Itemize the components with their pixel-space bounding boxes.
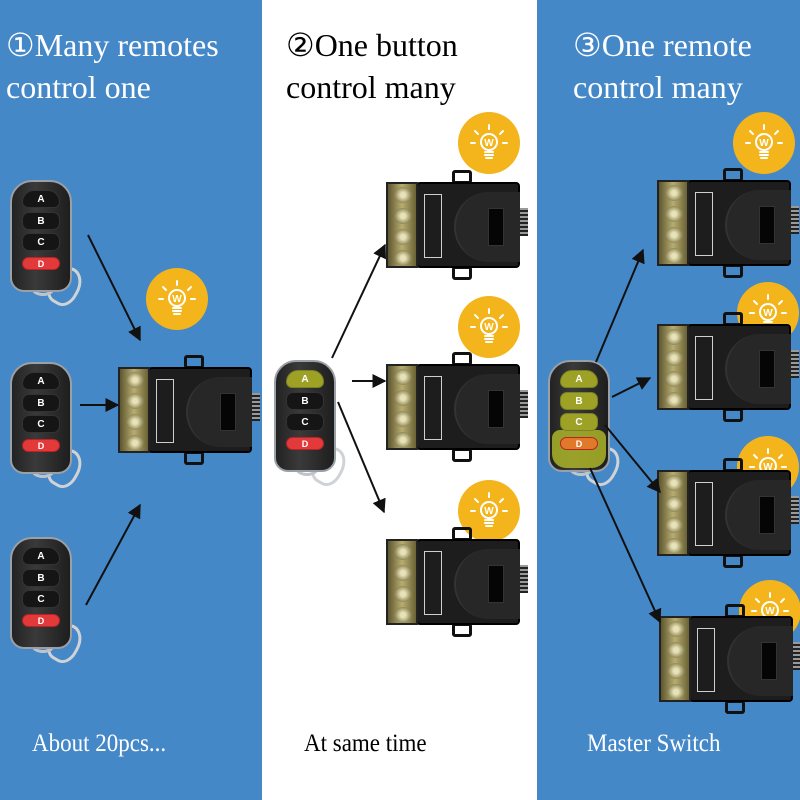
antenna-icon <box>791 206 799 234</box>
panel-caption: About 20pcs... <box>32 730 167 757</box>
svg-text:W: W <box>484 506 494 517</box>
relay-receiver <box>657 458 799 568</box>
remote-button-c: C <box>286 413 324 431</box>
antenna-icon <box>793 642 800 670</box>
light-bulb-icon: W <box>146 268 208 330</box>
remote-button-c: C <box>22 590 60 608</box>
panel-many-remotes-control-one: ①Many remotes control one A B C D A B C … <box>0 0 262 800</box>
antenna-icon <box>791 350 799 378</box>
light-bulb-icon: W <box>458 296 520 358</box>
relay-receiver <box>118 355 260 465</box>
antenna-icon <box>520 565 528 593</box>
remote-control: A B C D <box>10 180 88 311</box>
panel-caption: At same time <box>304 730 427 757</box>
remote-button-a-pressed: A <box>286 370 324 388</box>
remote-button-d-pressed: D <box>560 437 598 450</box>
terminal-block <box>657 324 689 410</box>
relay-receiver <box>386 352 528 462</box>
panel-title: ③One remote control many <box>573 27 752 105</box>
remote-button-b: B <box>22 569 60 587</box>
remote-button-d: D <box>22 614 60 627</box>
svg-text:W: W <box>763 462 773 473</box>
bulb-glyph-icon: W <box>158 280 196 315</box>
terminal-block <box>386 182 418 268</box>
antenna-icon <box>252 393 260 421</box>
remote-button-a-pressed: A <box>560 370 598 388</box>
terminal-block <box>657 470 689 556</box>
light-bulb-icon: W <box>458 480 520 542</box>
remote-button-b: B <box>286 392 324 410</box>
relay-receiver <box>659 604 800 714</box>
remote-button-d: D <box>22 257 60 270</box>
antenna-icon <box>791 496 799 524</box>
light-bulb-icon: W <box>733 112 795 174</box>
remote-control: A B C D <box>10 537 88 668</box>
remote-control: A B C D <box>548 360 626 491</box>
relay-receiver <box>386 527 528 637</box>
remote-control: A B C D <box>274 360 352 491</box>
remote-button-a: A <box>22 547 60 565</box>
svg-text:W: W <box>484 322 494 333</box>
remote-button-b: B <box>22 212 60 230</box>
remote-button-a: A <box>22 190 60 208</box>
light-bulb-icon: W <box>458 112 520 174</box>
panel-one-remote-control-many: ③One remote control many A B C D W W W W <box>537 0 800 800</box>
relay-receiver <box>657 168 799 278</box>
antenna-icon <box>520 390 528 418</box>
remote-button-c-pressed: C <box>560 413 598 431</box>
terminal-block <box>386 364 418 450</box>
panel-title: ①Many remotes control one <box>6 27 219 105</box>
panel-title: ②One button control many <box>286 27 458 105</box>
terminal-block <box>118 367 150 453</box>
svg-text:W: W <box>484 138 494 149</box>
relay-receiver <box>386 170 528 280</box>
svg-text:W: W <box>759 138 769 149</box>
remote-button-d: D <box>22 439 60 452</box>
svg-text:W: W <box>763 308 773 319</box>
panel-caption: Master Switch <box>587 730 721 757</box>
svg-text:W: W <box>765 606 775 617</box>
svg-text:W: W <box>172 294 182 305</box>
remote-button-b-pressed: B <box>560 392 598 410</box>
terminal-block <box>659 616 691 702</box>
remote-button-a: A <box>22 372 60 390</box>
terminal-block <box>657 180 689 266</box>
remote-button-c: C <box>22 233 60 251</box>
terminal-block <box>386 539 418 625</box>
remote-button-c: C <box>22 415 60 433</box>
panel-one-button-control-many: ②One button control many A B C D W W W A… <box>262 0 537 800</box>
remote-button-d: D <box>286 437 324 450</box>
remote-control: A B C D <box>10 362 88 493</box>
antenna-icon <box>520 208 528 236</box>
remote-button-b: B <box>22 394 60 412</box>
relay-receiver <box>657 312 799 422</box>
